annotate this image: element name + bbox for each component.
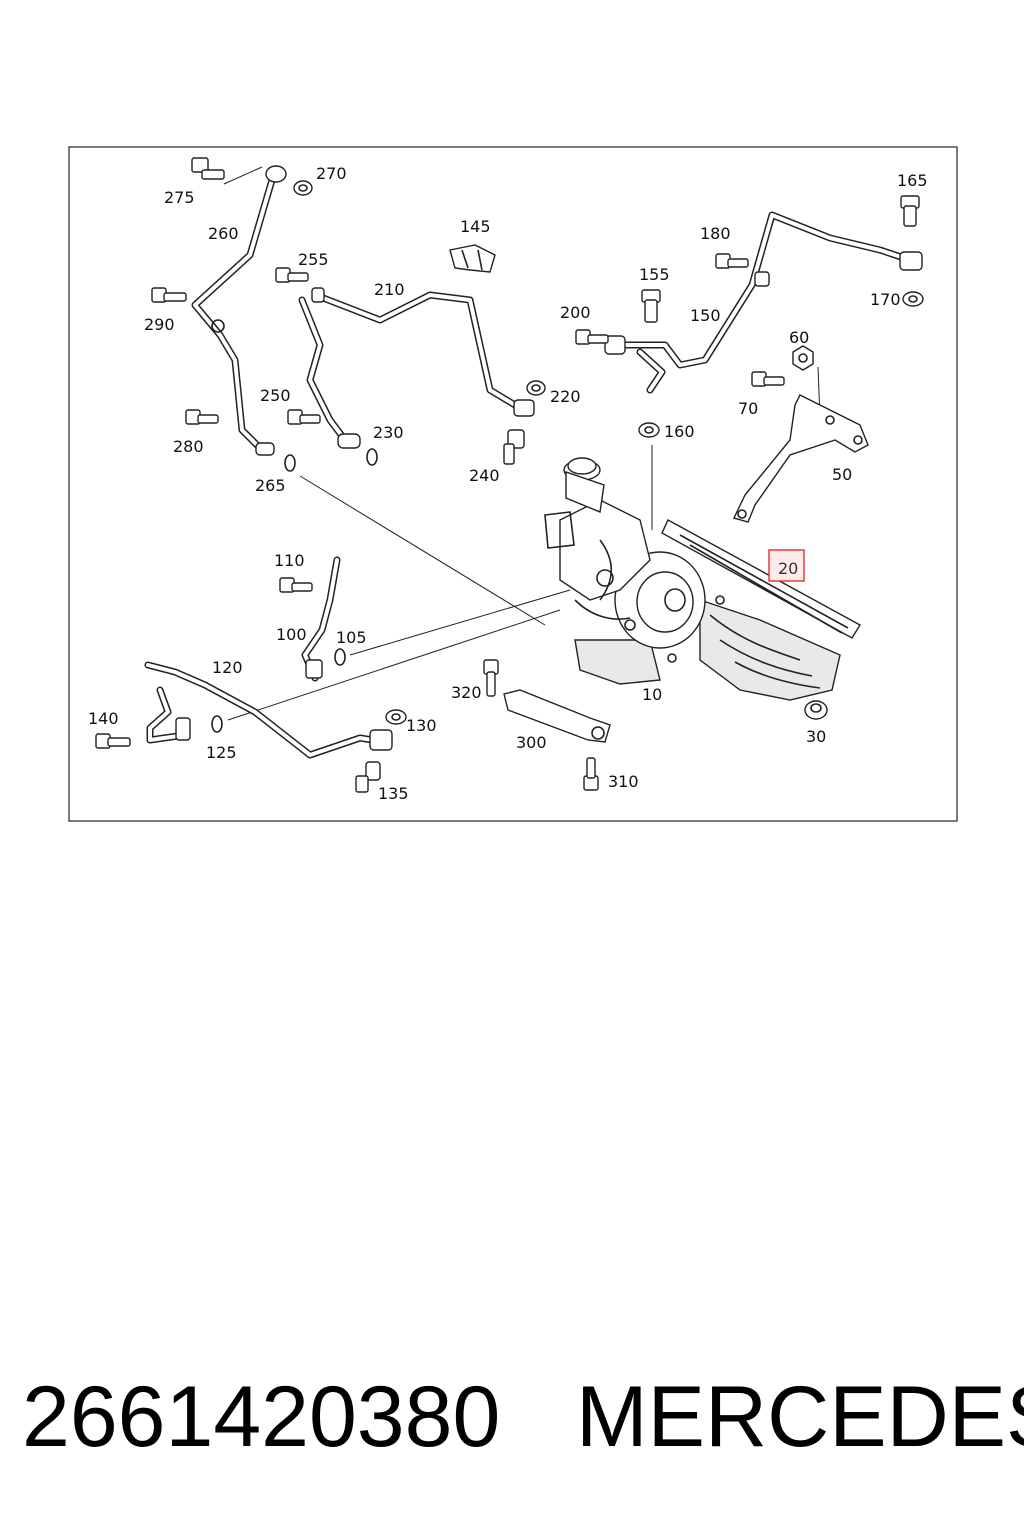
callout-145: 145 bbox=[460, 217, 491, 236]
callout-150: 150 bbox=[690, 306, 721, 325]
callout-110: 110 bbox=[274, 551, 305, 570]
pipe-120 bbox=[144, 661, 393, 759]
callout-290: 290 bbox=[144, 315, 175, 334]
strut-300 bbox=[503, 689, 611, 743]
small-parts bbox=[95, 157, 924, 793]
part-number: 2661420380 bbox=[22, 1369, 501, 1465]
callout-250: 250 bbox=[260, 386, 291, 405]
callout-220: 220 bbox=[550, 387, 581, 406]
callout-155: 155 bbox=[639, 265, 670, 284]
exploded-parts-diagram: 275 270 260 255 210 145 290 250 230 280 … bbox=[68, 146, 958, 822]
callout-125: 125 bbox=[206, 743, 237, 762]
pipe-260 bbox=[191, 165, 287, 456]
callout-300: 300 bbox=[516, 733, 547, 752]
callout-135: 135 bbox=[378, 784, 409, 803]
callout-320: 320 bbox=[451, 683, 482, 702]
callout-270: 270 bbox=[316, 164, 347, 183]
pipe-150 bbox=[604, 211, 923, 394]
callout-230: 230 bbox=[373, 423, 404, 442]
callout-210: 210 bbox=[374, 280, 405, 299]
pipe-210 bbox=[298, 287, 535, 449]
callout-130: 130 bbox=[406, 716, 437, 735]
bracket-50 bbox=[733, 394, 869, 523]
callout-160: 160 bbox=[664, 422, 695, 441]
callout-265: 265 bbox=[255, 476, 286, 495]
brand-name: MERCEDES bbox=[576, 1369, 1024, 1465]
callout-50: 50 bbox=[832, 465, 852, 484]
diagram-frame bbox=[68, 146, 958, 822]
callout-100: 100 bbox=[276, 625, 307, 644]
callout-60: 60 bbox=[789, 328, 809, 347]
footer: 2661420380 MERCEDES bbox=[0, 1362, 1024, 1472]
callout-30: 30 bbox=[806, 727, 826, 746]
callout-180: 180 bbox=[700, 224, 731, 243]
highlight-box bbox=[768, 549, 805, 582]
callout-105: 105 bbox=[336, 628, 367, 647]
callout-120: 120 bbox=[212, 658, 243, 677]
pipe-100 bbox=[301, 556, 341, 682]
leader-lines bbox=[223, 166, 821, 721]
callout-10: 10 bbox=[642, 685, 662, 704]
callout-310: 310 bbox=[608, 772, 639, 791]
callout-240: 240 bbox=[469, 466, 500, 485]
callout-140: 140 bbox=[88, 709, 119, 728]
callout-255: 255 bbox=[298, 250, 329, 269]
callout-260: 260 bbox=[208, 224, 239, 243]
callout-70: 70 bbox=[738, 399, 758, 418]
callout-20: 20 bbox=[778, 559, 798, 578]
callout-labels: 275 270 260 255 210 145 290 250 230 280 … bbox=[88, 164, 928, 803]
callout-200: 200 bbox=[560, 303, 591, 322]
callout-280: 280 bbox=[173, 437, 204, 456]
callout-165: 165 bbox=[897, 171, 928, 190]
callout-275: 275 bbox=[164, 188, 195, 207]
turbocharger-assembly bbox=[544, 457, 861, 701]
callout-170: 170 bbox=[870, 290, 901, 309]
